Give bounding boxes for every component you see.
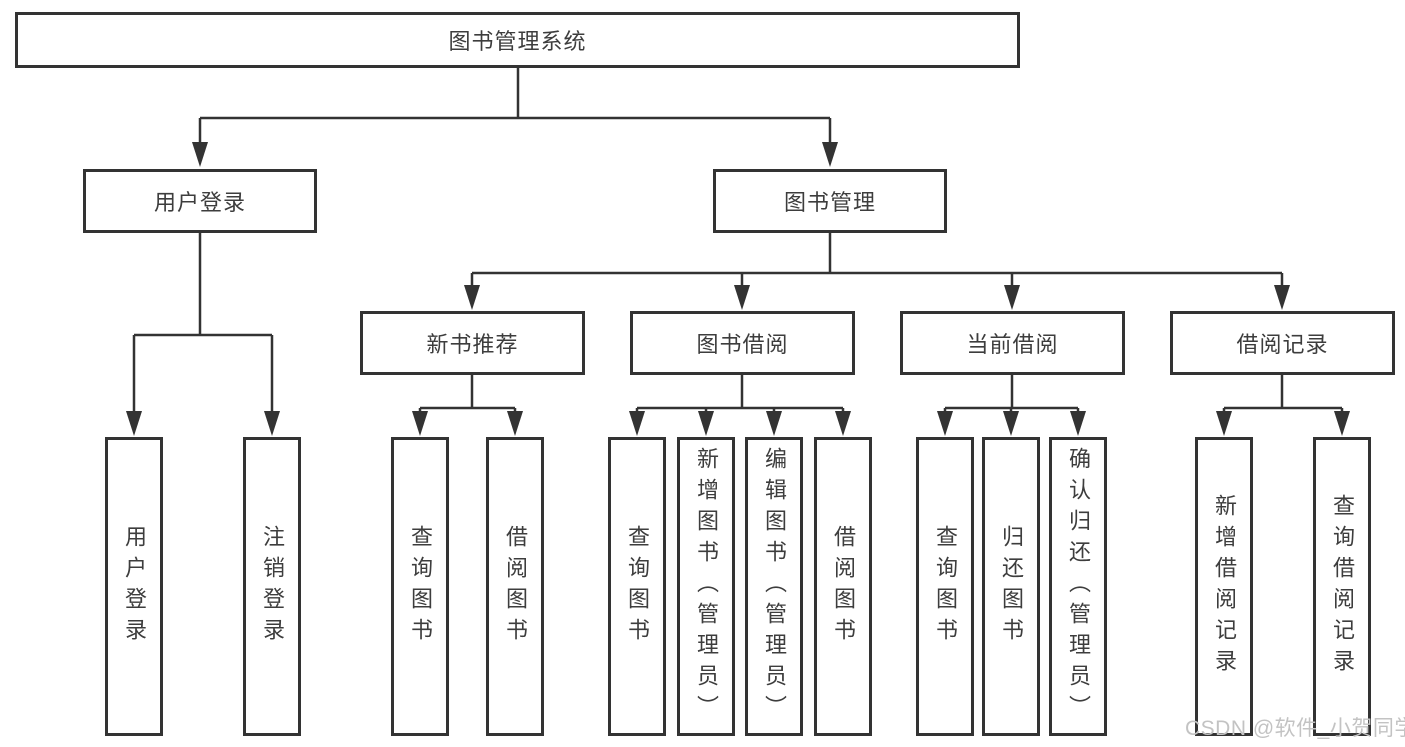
leaf-edit-book-admin-label: 编辑图书（管理员）: [762, 447, 787, 726]
arrowheads: [126, 142, 1350, 436]
node-book-management: 图书管理: [713, 169, 947, 233]
node-new-book-recommend: 新书推荐: [360, 311, 585, 375]
leaf-add-book-admin-label: 新增图书（管理员）: [694, 447, 719, 726]
leaf-add-borrow-record: 新增借阅记录: [1195, 437, 1253, 736]
leaf-borrow-books-1: 借阅图书: [486, 437, 544, 736]
node-book-borrow-label: 图书借阅: [696, 332, 789, 357]
node-user-login: 用户登录: [83, 169, 317, 233]
leaf-query-books-3-label: 查询图书: [933, 524, 958, 649]
node-book-management-label: 图书管理: [783, 190, 876, 215]
leaf-query-borrow-record-label: 查询借阅记录: [1330, 493, 1355, 680]
leaf-user-login: 用户登录: [105, 437, 163, 736]
leaf-query-books-2: 查询图书: [608, 437, 666, 736]
leaf-borrow-books-2-label: 借阅图书: [831, 524, 856, 649]
leaf-return-book-label: 归还图书: [999, 524, 1024, 649]
leaf-add-book-admin: 新增图书（管理员）: [677, 437, 735, 736]
node-new-book-recommend-label: 新书推荐: [426, 332, 519, 357]
node-user-login-label: 用户登录: [153, 190, 246, 215]
leaf-confirm-return-admin: 确认归还（管理员）: [1049, 437, 1107, 736]
node-borrow-records-label: 借阅记录: [1236, 332, 1329, 357]
leaf-query-borrow-record: 查询借阅记录: [1313, 437, 1371, 736]
leaf-query-books-1-label: 查询图书: [408, 524, 433, 649]
leaf-borrow-books-2: 借阅图书: [814, 437, 872, 736]
csdn-watermark: CSDN @软件_小贺同学: [1185, 717, 1405, 740]
node-book-borrow: 图书借阅: [630, 311, 855, 375]
leaf-query-books-2-label: 查询图书: [625, 524, 650, 649]
leaf-confirm-return-admin-label: 确认归还（管理员）: [1066, 447, 1091, 726]
node-root: 图书管理系统: [15, 12, 1020, 68]
leaf-user-login-label: 用户登录: [122, 524, 147, 649]
node-current-borrow-label: 当前借阅: [966, 332, 1059, 357]
leaf-query-books-3: 查询图书: [916, 437, 974, 736]
leaf-query-books-1: 查询图书: [391, 437, 449, 736]
leaf-borrow-books-1-label: 借阅图书: [503, 524, 528, 649]
node-borrow-records: 借阅记录: [1170, 311, 1395, 375]
leaf-logout: 注销登录: [243, 437, 301, 736]
node-root-label: 图书管理系统: [448, 29, 587, 54]
leaf-edit-book-admin: 编辑图书（管理员）: [745, 437, 803, 736]
leaf-logout-label: 注销登录: [260, 524, 285, 649]
leaf-return-book: 归还图书: [982, 437, 1040, 736]
leaf-add-borrow-record-label: 新增借阅记录: [1212, 493, 1237, 680]
node-current-borrow: 当前借阅: [900, 311, 1125, 375]
